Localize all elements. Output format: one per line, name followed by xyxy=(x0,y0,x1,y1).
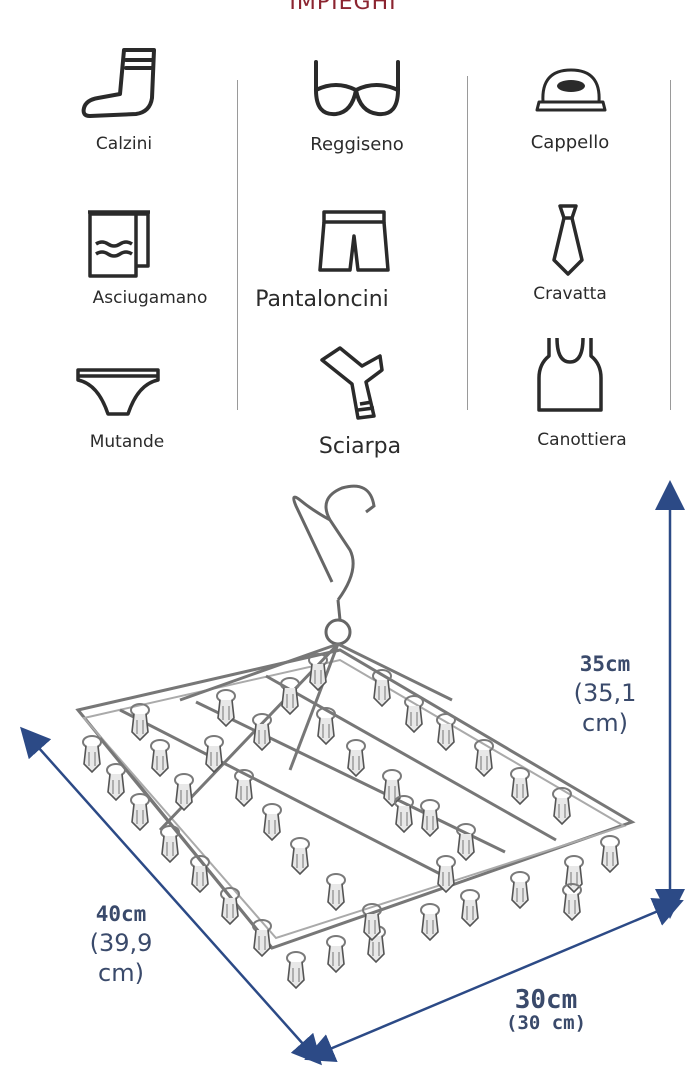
sock-icon xyxy=(80,46,160,122)
width-dimension-detail: (30 cm) xyxy=(505,1012,587,1034)
hook xyxy=(292,484,376,646)
tank-top-icon xyxy=(535,334,605,416)
bra-icon xyxy=(312,60,402,120)
page-title: IMPIEGHI xyxy=(289,0,397,15)
column-divider-1 xyxy=(237,80,238,410)
use-label-calzini: Calzini xyxy=(95,134,153,154)
scarf-icon xyxy=(318,346,386,422)
clothes-rack-illustration xyxy=(20,480,685,1066)
height-detail-line-2: cm) xyxy=(582,709,628,737)
column-divider-2 xyxy=(467,76,468,410)
use-label-pantaloncini: Pantaloncini xyxy=(255,287,389,312)
use-label-canottiera: Canottiera xyxy=(537,430,627,450)
column-divider-3 xyxy=(670,80,671,410)
cap-icon xyxy=(535,66,607,116)
dimension-arrows xyxy=(20,480,685,1066)
length-arrow xyxy=(20,726,322,1066)
use-label-mutande: Mutande xyxy=(89,432,165,452)
length-dimension-label: 40cm xyxy=(95,902,147,926)
width-dimension-label: 30cm xyxy=(514,985,578,1015)
use-label-reggiseno: Reggiseno xyxy=(310,134,404,155)
length-dimension-detail: (39,9 cm) xyxy=(76,928,166,988)
shorts-icon xyxy=(318,208,390,274)
height-dimension-detail: (35,1 cm) xyxy=(562,678,648,738)
use-label-cravatta: Cravatta xyxy=(533,284,607,304)
length-detail-line-1: (39,9 xyxy=(89,929,153,957)
briefs-icon xyxy=(76,366,160,420)
use-label-sciarpa: Sciarpa xyxy=(318,434,402,459)
height-dimension-label: 35cm xyxy=(579,652,631,676)
use-label-cappello: Cappello xyxy=(530,132,610,153)
height-detail-line-1: (35,1 xyxy=(573,679,637,707)
use-label-asciugamano: Asciugamano xyxy=(92,288,208,308)
towel-icon xyxy=(84,208,154,280)
length-detail-line-2: cm) xyxy=(98,959,144,987)
tie-icon xyxy=(548,202,588,278)
width-arrow xyxy=(304,897,684,1063)
